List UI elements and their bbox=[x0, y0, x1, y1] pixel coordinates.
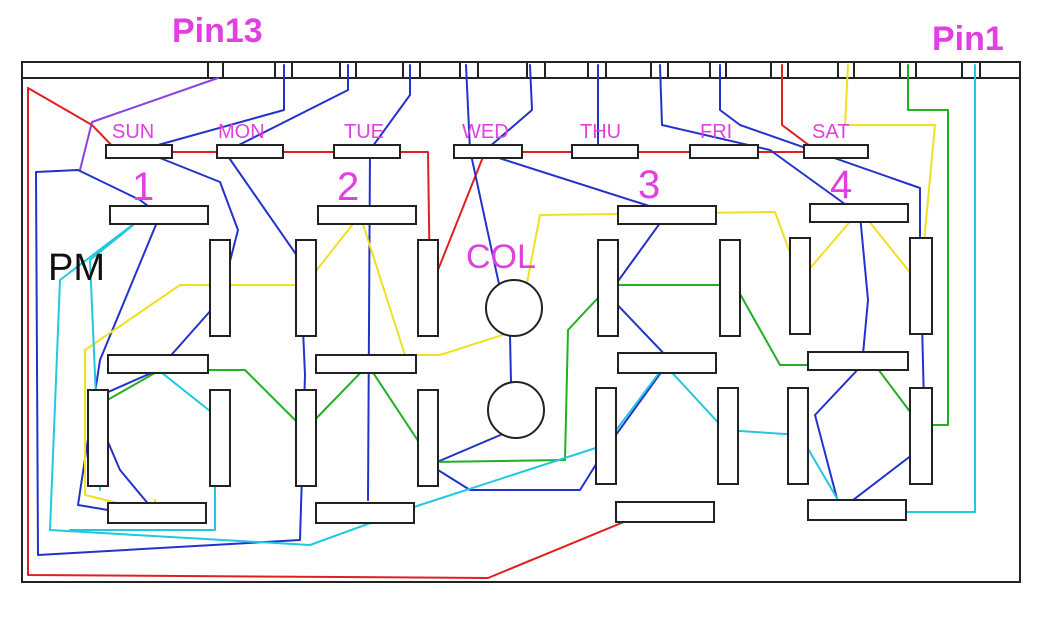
pin-connector-strip bbox=[21, 61, 1021, 79]
colon bbox=[485, 279, 545, 439]
digit-4 bbox=[787, 203, 933, 521]
wire-blue-7 bbox=[659, 64, 926, 511]
day-label-tue: TUE bbox=[344, 121, 384, 143]
segment-wed bbox=[453, 144, 523, 159]
digit-2-segment-b bbox=[417, 239, 439, 337]
digit-4-segment-f bbox=[789, 237, 811, 335]
digit-1-segment-b bbox=[209, 239, 231, 337]
digit-2-segment-g bbox=[315, 354, 417, 374]
wire-blue-3 bbox=[367, 64, 411, 501]
digit-label-2: 2 bbox=[337, 165, 359, 209]
digit-3 bbox=[595, 205, 741, 523]
digit-4-segment-a bbox=[809, 203, 909, 223]
digit-1-segment-d bbox=[107, 502, 207, 524]
digit-label-3: 3 bbox=[638, 163, 660, 207]
segment-sun bbox=[105, 144, 173, 159]
digit-2 bbox=[295, 205, 439, 524]
digit-1 bbox=[87, 205, 231, 524]
segment-sat bbox=[803, 144, 869, 159]
digit-4-segment-c bbox=[909, 387, 933, 485]
digit-3-segment-d bbox=[615, 501, 715, 523]
day-label-fri: FRI bbox=[700, 121, 732, 143]
digit-3-segment-f bbox=[597, 239, 619, 337]
digit-3-segment-a bbox=[617, 205, 717, 225]
segment-thu bbox=[571, 144, 639, 159]
digit-2-segment-a bbox=[317, 205, 417, 225]
digit-3-segment-c bbox=[717, 387, 739, 485]
pin13-label: Pin13 bbox=[172, 12, 263, 50]
colon-upper-dot bbox=[485, 279, 543, 337]
wire-red-2 bbox=[27, 87, 649, 579]
digit-4-segment-d bbox=[807, 499, 907, 521]
digit-3-segment-g bbox=[617, 352, 717, 374]
day-label-mon: MON bbox=[218, 121, 265, 143]
pm-indicator-label: PM bbox=[48, 247, 105, 289]
digit-2-segment-f bbox=[295, 239, 317, 337]
segment-mon bbox=[216, 144, 284, 159]
day-label-sat: SAT bbox=[812, 121, 849, 143]
day-label-thu: THU bbox=[580, 121, 621, 143]
digit-2-segment-c bbox=[417, 389, 439, 487]
digit-2-segment-d bbox=[315, 502, 415, 524]
digit-4-segment-e bbox=[787, 387, 809, 485]
day-segments bbox=[105, 144, 869, 159]
day-label-sun: SUN bbox=[112, 121, 154, 143]
segment-fri bbox=[689, 144, 759, 159]
digit-3-segment-e bbox=[595, 387, 617, 485]
day-labels: SUN MON TUE WED THU FRI SAT bbox=[112, 121, 849, 143]
digit-3-segment-b bbox=[719, 239, 741, 337]
wire-blue-5 bbox=[487, 64, 533, 149]
pin1-label: Pin1 bbox=[932, 20, 1004, 58]
colon-lower-dot bbox=[487, 381, 545, 439]
wire-blue-2 bbox=[35, 64, 349, 556]
digit-2-segment-e bbox=[295, 389, 317, 487]
wire-purple bbox=[79, 77, 219, 171]
digit-1-segment-a bbox=[109, 205, 209, 225]
digit-1-segment-c bbox=[209, 389, 231, 487]
segment-tue bbox=[333, 144, 401, 159]
colon-label: COL bbox=[466, 238, 536, 276]
digit-4-segment-g bbox=[807, 351, 909, 371]
day-label-wed: WED bbox=[462, 121, 509, 143]
digit-label-4: 4 bbox=[830, 163, 852, 207]
digit-4-segment-b bbox=[909, 237, 933, 335]
digit-1-segment-g bbox=[107, 354, 209, 374]
digit-label-1: 1 bbox=[132, 165, 154, 209]
digit-1-segment-e bbox=[87, 389, 109, 487]
